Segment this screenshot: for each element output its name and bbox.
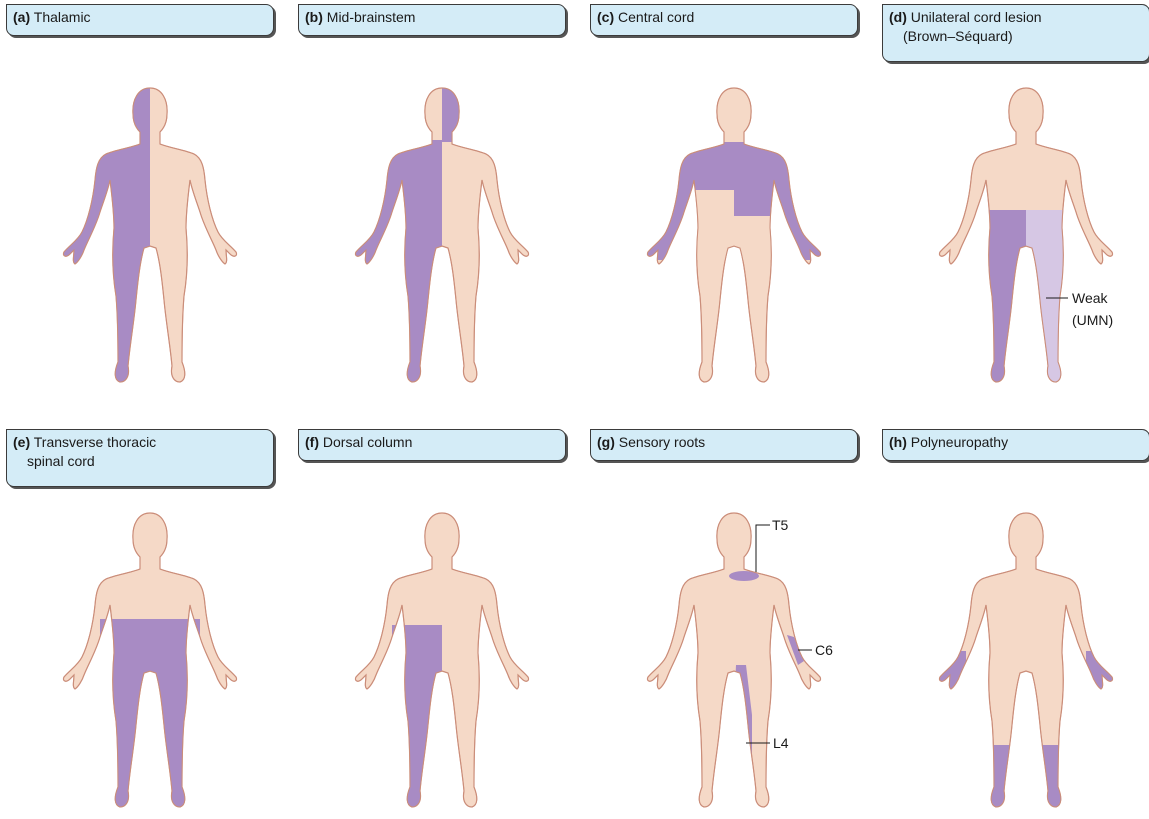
annotation-weak: Weak: [1072, 290, 1109, 306]
panel-transverse-thoracic: (e) Transverse thoracic spinal cord: [0, 425, 270, 815]
annotation-umn: (UMN): [1072, 312, 1113, 328]
body-figure-e: [0, 425, 270, 815]
body-figure-a: [0, 0, 270, 390]
body-figure-f: [292, 425, 562, 815]
panel-thalamic: (a) Thalamic: [0, 0, 270, 390]
panel-brown-sequard: (d) Unilateral cord lesion (Brown–Séquar…: [876, 0, 1146, 390]
panel-mid-brainstem: (b) Mid-brainstem: [292, 0, 562, 390]
annotation-c6: C6: [815, 642, 833, 658]
body-figure-d: Weak (UMN): [876, 0, 1146, 390]
annotation-l4: L4: [773, 735, 789, 751]
panel-polyneuropathy: (h) Polyneuropathy: [876, 425, 1146, 815]
panel-central-cord: (c) Central cord: [584, 0, 854, 390]
panel-sensory-roots: (g) Sensory roots T5 C6 L4: [584, 425, 854, 815]
panel-dorsal-column: (f) Dorsal column: [292, 425, 562, 815]
body-figure-h: [876, 425, 1146, 815]
body-figure-g: T5 C6 L4: [584, 425, 854, 815]
annotation-t5: T5: [772, 517, 789, 533]
body-figure-c: [584, 0, 854, 390]
body-figure-b: [292, 0, 562, 390]
